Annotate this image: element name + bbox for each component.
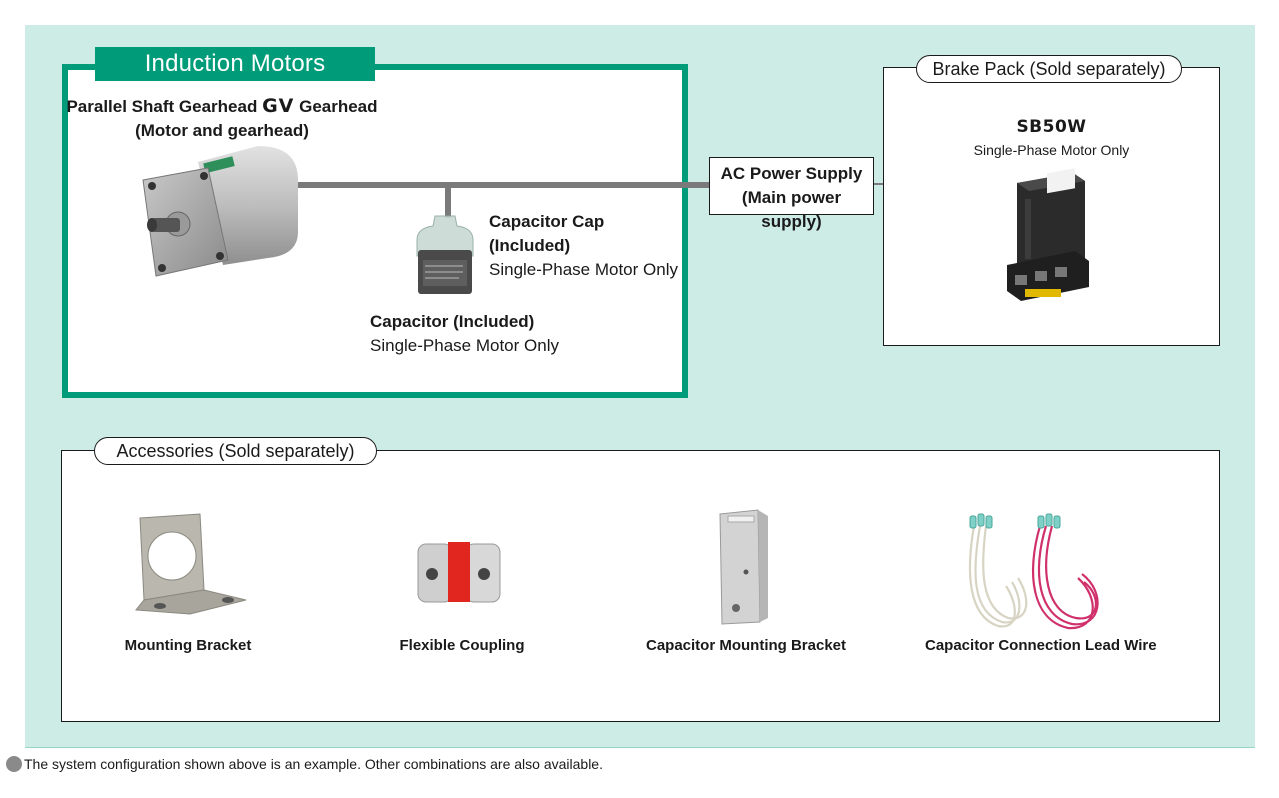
mounting-bracket-icon — [135, 513, 247, 615]
mounting-bracket-label: Mounting Bracket — [124, 637, 252, 654]
brake-pack-pill: Brake Pack (Sold separately) — [916, 55, 1182, 83]
accessories-pill: Accessories (Sold separately) — [94, 437, 377, 465]
capacitor-cap-note: Single-Phase Motor Only — [489, 260, 678, 279]
ac-power-supply-box: AC Power Supply (Main power supply) — [709, 157, 874, 231]
capacitor-cap-label: Capacitor Cap (Included) Single-Phase Mo… — [489, 210, 678, 282]
flexible-coupling-icon — [417, 542, 501, 603]
lead-wire-label: Capacitor Connection Lead Wire — [925, 637, 1157, 654]
accessories-box — [61, 450, 1220, 722]
power-cable-right — [874, 183, 886, 185]
capacitor-mounting-bracket-icon — [719, 509, 768, 625]
capacitor-cap-title: Capacitor Cap — [489, 212, 605, 231]
lead-wire-icon — [968, 513, 1099, 630]
gv-logo: GV — [262, 95, 295, 117]
flexible-coupling-label: Flexible Coupling — [399, 637, 525, 654]
power-cable — [290, 182, 712, 188]
motor-title-line2: (Motor and gearhead) — [135, 121, 309, 140]
ac-power-line1: AC Power Supply — [720, 164, 863, 183]
capacitor-cap-included: (Included) — [489, 236, 571, 255]
divider — [25, 747, 1255, 748]
brake-pack-model: SB50W — [1016, 117, 1087, 137]
capacitor-label: Capacitor (Included) Single-Phase Motor … — [370, 310, 559, 358]
footer-text: The system configuration shown above is … — [24, 756, 603, 772]
capacitor-cable — [445, 182, 451, 218]
footer-note: The system configuration shown above is … — [6, 756, 603, 772]
capacitor-title: Capacitor (Included) — [370, 312, 535, 331]
induction-motors-tab: Induction Motors — [95, 47, 375, 81]
motor-title-suffix: Gearhead — [294, 97, 378, 116]
ac-power-line2: (Main power supply) — [741, 188, 842, 231]
brake-pack-note: Single-Phase Motor Only — [973, 142, 1130, 158]
motor-title-prefix: Parallel Shaft Gearhead — [66, 97, 263, 116]
capacitor-note: Single-Phase Motor Only — [370, 336, 559, 355]
capacitor-mounting-bracket-label: Capacitor Mounting Bracket — [645, 637, 847, 654]
motor-title: Parallel Shaft Gearhead GV Gearhead (Mot… — [62, 94, 382, 143]
motor-gearhead-icon — [142, 146, 298, 277]
bullet-icon — [6, 756, 22, 772]
capacitor-icon — [416, 215, 474, 294]
brake-pack-icon — [1007, 168, 1089, 301]
